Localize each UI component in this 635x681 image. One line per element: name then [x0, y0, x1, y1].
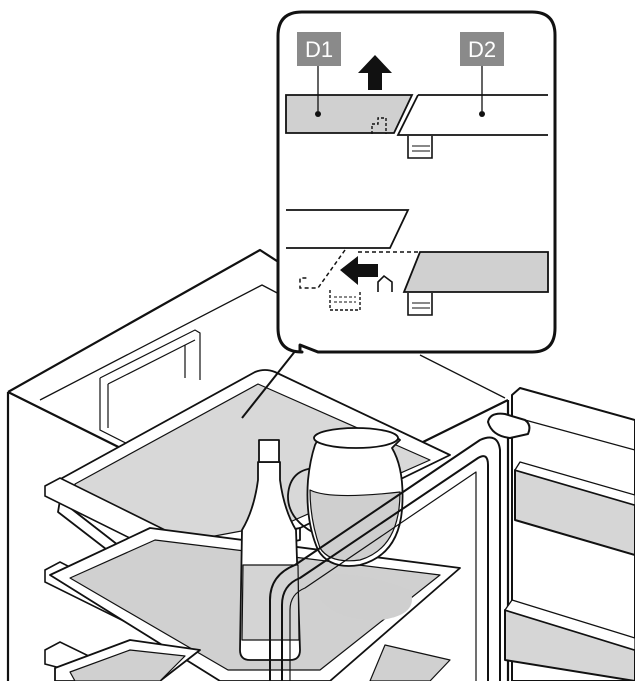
callout-step-1: D1 D2	[285, 32, 548, 159]
d1-shelf-section	[285, 94, 414, 134]
door-frame-gasket	[289, 471, 477, 681]
bottom-shelf-glass	[69, 649, 186, 681]
bottle-cap	[258, 439, 280, 463]
d2-hook	[377, 274, 393, 292]
jug-handle	[287, 467, 319, 536]
callout-pointer-line	[241, 344, 301, 419]
door-frame-inner	[281, 455, 489, 681]
shelf-dashed-outline	[299, 249, 418, 289]
right-door	[487, 387, 635, 681]
d1-label-box	[297, 32, 341, 66]
bracket-dashed	[329, 290, 361, 311]
d1-hook-dashed	[371, 117, 387, 134]
right-door-inner	[524, 419, 635, 451]
jug-shadow	[320, 574, 412, 621]
upper-shelf-lines	[286, 209, 410, 249]
d2-label: D2	[468, 37, 496, 62]
open-door	[269, 436, 501, 681]
door-frame-outer	[269, 436, 501, 681]
door-hinge	[487, 412, 531, 439]
d2-shelf-lines	[396, 94, 548, 136]
d1-point	[315, 111, 321, 117]
d2-point	[479, 111, 485, 117]
bracket-step-1	[407, 136, 433, 159]
up-arrow-icon	[358, 55, 392, 90]
door-bin-lower-lip	[504, 599, 635, 651]
d2-label-box	[460, 32, 504, 66]
callout-step-2	[286, 209, 549, 316]
bottom-shelf	[54, 639, 451, 681]
left-arrow-icon	[340, 256, 378, 285]
callout-bubble: D1 D2	[276, 10, 557, 354]
door-bin-upper-lip	[514, 461, 635, 506]
inner-wall-back-right	[419, 354, 506, 399]
bottom-right-shelf	[369, 644, 451, 681]
d2-shelf-section-grey	[402, 251, 549, 293]
bracket-step-2	[407, 293, 433, 316]
d1-label: D1	[305, 37, 333, 62]
jug-rim	[313, 427, 399, 449]
